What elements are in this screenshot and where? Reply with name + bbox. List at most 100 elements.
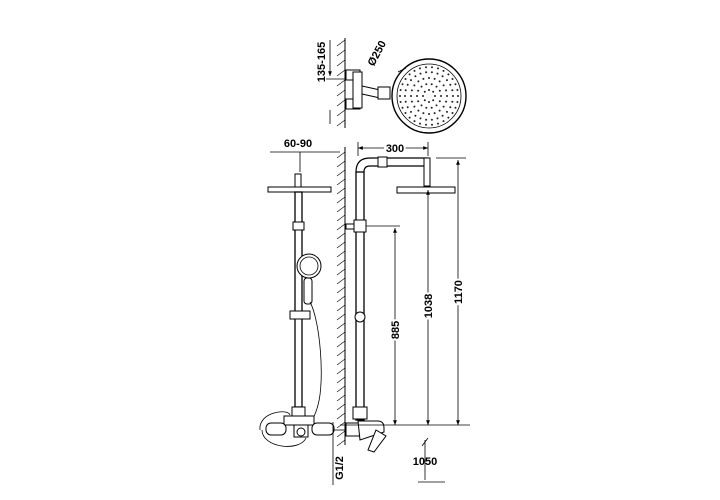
nozzle-dot <box>451 89 454 92</box>
nozzle-dot <box>416 95 418 97</box>
nozzle-dot <box>440 95 442 97</box>
nozzle-dot <box>430 118 433 121</box>
nozzle-dot <box>408 73 411 76</box>
nozzle-dot <box>419 72 422 75</box>
nozzle-dot <box>445 100 448 103</box>
nozzle-dot <box>404 89 407 92</box>
wall-hatch-line <box>336 178 346 186</box>
nozzle-dot <box>433 77 436 80</box>
side-view: 300 1170 1038 885 1050 G1/2 <box>332 141 470 485</box>
dim-thread: G1/2 <box>334 456 346 480</box>
nozzle-dot <box>428 77 430 79</box>
wall-hatch-line <box>336 412 346 420</box>
nozzle-dot <box>442 69 445 72</box>
wall-hatch-line <box>336 403 346 411</box>
wall-hatch-line <box>336 385 346 393</box>
nozzle-dot <box>413 69 416 72</box>
side-wall-hatch <box>336 151 346 447</box>
wall-hatch-line <box>336 286 346 294</box>
nozzle-dot <box>437 122 439 125</box>
nozzle-dot <box>436 72 439 75</box>
nozzle-dot <box>456 101 459 103</box>
nozzle-dot <box>420 85 423 88</box>
nozzle-dot <box>410 89 413 92</box>
wall-hatch-line <box>336 196 346 204</box>
nozzle-dot <box>425 123 427 126</box>
nozzle-dot <box>451 100 454 103</box>
wall-hatch-line <box>336 214 346 222</box>
nozzle-dot <box>430 83 433 86</box>
nozzle-dot <box>399 101 402 103</box>
wall-hatch-line <box>336 331 346 339</box>
nozzle-dot <box>457 95 459 97</box>
nozzle-dot <box>404 95 406 97</box>
nozzle-dot <box>425 66 427 69</box>
side-bracket-mid-clamp <box>353 219 367 233</box>
nozzle-dot <box>413 120 416 123</box>
nozzle-dot <box>454 106 457 109</box>
nozzle-dot <box>431 123 433 126</box>
nozzle-dot <box>438 109 441 112</box>
nozzle-dot <box>447 73 450 76</box>
wall-hatch-line <box>336 322 346 330</box>
front-hand-shower-face <box>299 256 319 276</box>
front-slider <box>289 310 311 320</box>
dim-1170: 1170 <box>453 280 465 304</box>
nozzle-dot <box>401 106 404 109</box>
wall-hatch-line <box>336 376 346 384</box>
wall-hatch-line <box>336 340 346 348</box>
wall-hatch-line <box>336 358 346 366</box>
nozzle-dot <box>417 89 420 92</box>
nozzle-dot <box>419 117 422 120</box>
nozzle-dot <box>410 110 412 113</box>
side-riser-pipe <box>355 171 365 421</box>
wall-hatch-line <box>336 439 346 447</box>
top-arm-lower <box>361 93 381 99</box>
nozzle-dot <box>399 89 402 91</box>
nozzle-dot <box>442 120 445 123</box>
nozzle-dot <box>449 83 452 86</box>
dim-diameter: Ø250 <box>366 39 389 68</box>
side-arm-joint <box>377 156 388 168</box>
front-mixer-center <box>296 427 306 437</box>
nozzle-dot <box>456 89 459 91</box>
front-eccentric-left <box>265 422 287 436</box>
nozzle-dot <box>422 77 425 80</box>
nozzle-dot <box>410 100 413 103</box>
nozzle-dot <box>435 85 438 88</box>
diameter-leader <box>397 67 407 73</box>
top-wall-hatch <box>336 39 346 127</box>
nozzle-dot <box>425 71 428 74</box>
wall-hatch-line <box>336 367 346 375</box>
nozzle-dot <box>441 114 444 117</box>
nozzle-dot <box>431 66 433 69</box>
nozzle-dot <box>422 95 424 97</box>
nozzle-dot <box>404 100 407 103</box>
side-arm-inner <box>363 165 424 173</box>
nozzle-dot <box>445 89 448 92</box>
wall-hatch-line <box>336 268 346 276</box>
dim-60-90: 60-90 <box>284 138 312 150</box>
front-mixer-top <box>283 415 315 426</box>
dim-300: 300 <box>386 143 404 155</box>
top-shower-head-face <box>396 63 462 129</box>
front-hand-shower-handle <box>303 277 313 305</box>
nozzle-dot <box>417 80 420 83</box>
nozzle-dot <box>451 78 454 80</box>
wall-hatch-line <box>336 295 346 303</box>
nozzle-dot <box>446 110 448 113</box>
top-shower-head <box>391 58 467 134</box>
front-eccentric-right <box>311 422 335 436</box>
wall-hatch-line <box>336 349 346 357</box>
nozzle-dot <box>446 79 448 82</box>
nozzle-dot <box>438 89 441 92</box>
nozzle-dot <box>430 106 433 109</box>
top-shower-nozzles <box>399 66 459 126</box>
wall-hatch-line <box>336 223 346 231</box>
front-arm-stub <box>294 173 302 188</box>
nozzle-dot <box>433 112 436 115</box>
wall-hatch-line <box>336 169 346 177</box>
dim-1038: 1038 <box>423 294 435 318</box>
side-mixer-body <box>357 420 385 441</box>
